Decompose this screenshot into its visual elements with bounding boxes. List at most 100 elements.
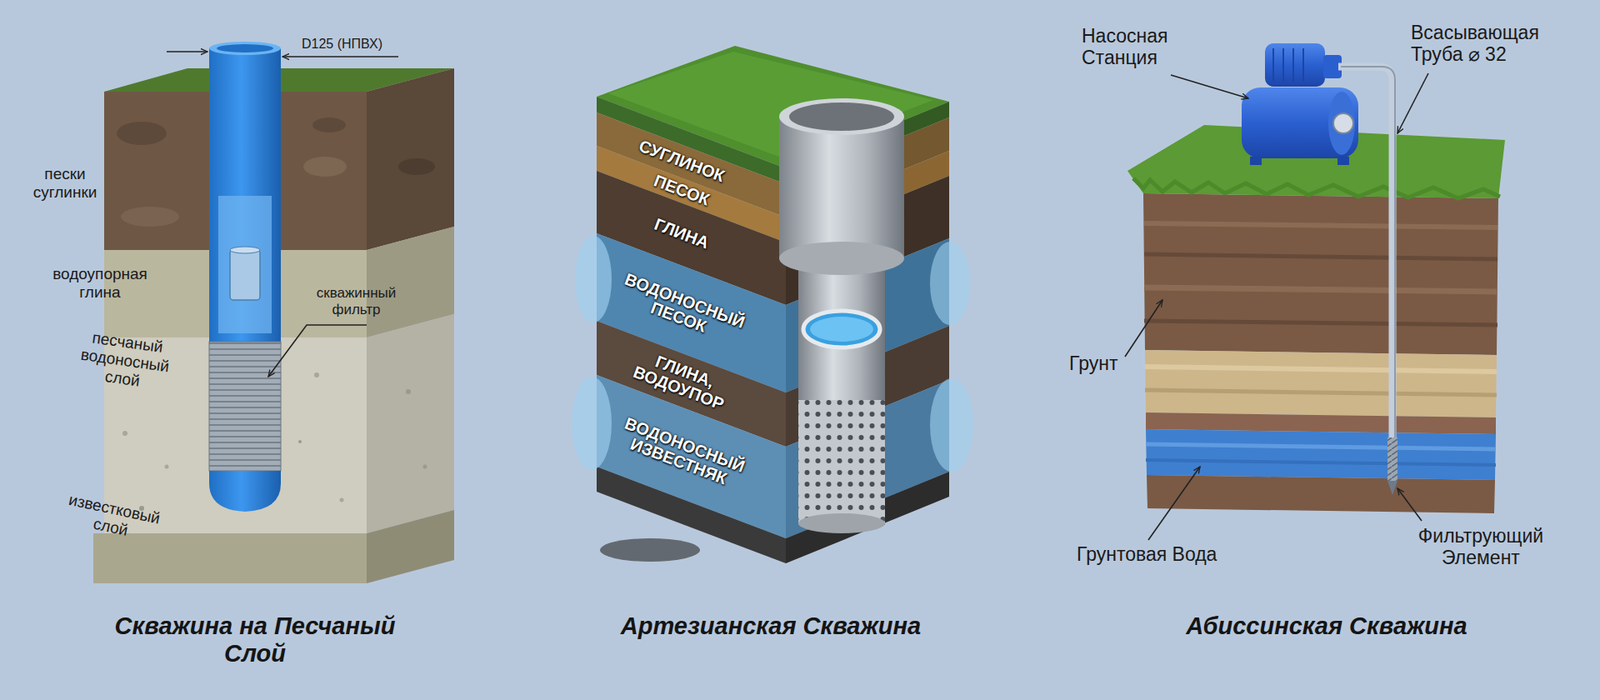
artesian-block — [571, 45, 974, 564]
leader-line — [166, 50, 208, 53]
abyssinian-block — [1145, 429, 1496, 480]
sand-well-block — [116, 121, 167, 145]
part-label: Фильтрующий Элемент — [1397, 525, 1565, 570]
sand-well-block — [298, 440, 302, 444]
pvc-casing-pipe — [216, 44, 274, 53]
suction-pipe — [1387, 437, 1398, 481]
sand-well-block — [340, 498, 345, 503]
well-filter — [209, 470, 281, 512]
abyssinian-block — [1127, 125, 1505, 514]
pvc-casing-pipe — [209, 41, 281, 342]
artesian-block — [600, 538, 700, 562]
steel-casing — [779, 98, 905, 135]
sand-well-block — [165, 465, 170, 470]
pump-station — [1282, 48, 1285, 82]
steel-casing — [789, 102, 895, 131]
steel-casing — [798, 400, 885, 524]
stratum-label: ГЛИНА, ВОДОУПОР — [609, 338, 755, 421]
sand-well-block — [303, 156, 347, 177]
part-label: Всасывающая Труба ⌀ 32 — [1410, 21, 1582, 66]
artesian-block — [596, 466, 786, 564]
artesian-block — [785, 380, 950, 539]
suction-pipe — [1387, 480, 1398, 495]
abyssinian-block — [1144, 254, 1498, 260]
pvc-casing-pipe — [230, 250, 260, 300]
abyssinian-block — [1143, 193, 1499, 355]
abyssinian-block — [1145, 350, 1497, 418]
abyssinian-block — [1144, 223, 1498, 228]
abyssinian-block — [1145, 390, 1497, 395]
leader-line — [282, 55, 399, 58]
sand-well-block — [120, 206, 180, 227]
sand-well-block — [93, 533, 367, 584]
leader-line — [1125, 300, 1163, 357]
sand-well-block — [122, 430, 128, 436]
suction-pipe — [1338, 66, 1393, 440]
abyssinian-block — [1133, 178, 1500, 199]
well-filter — [209, 341, 281, 471]
pump-station — [1333, 113, 1354, 134]
abyssinian-block — [1146, 475, 1495, 514]
layer-label: водоупорная глина — [41, 265, 159, 302]
pump-station — [1292, 48, 1295, 82]
leader-line — [1125, 73, 1429, 540]
stratum-label: ВОДОНОСНЫЙ ПЕСОК — [609, 267, 755, 350]
leader-line — [1170, 75, 1249, 99]
suction-pipe — [1340, 66, 1395, 440]
abyssinian-block — [1145, 460, 1496, 465]
abyssinian-block — [1145, 366, 1497, 372]
well-filter — [209, 341, 281, 471]
leader-line — [1148, 466, 1200, 540]
leader-line — [1397, 488, 1422, 521]
pump-station — [1272, 48, 1275, 82]
leader-line — [268, 325, 367, 377]
dimension-label: D125 (НПВХ) — [301, 36, 410, 52]
pump-station — [1302, 48, 1305, 82]
leader-line — [1397, 73, 1429, 134]
sand-well-block — [366, 68, 455, 250]
artesian-block — [571, 376, 612, 470]
pump-station — [1328, 91, 1355, 155]
steel-casing — [798, 513, 885, 534]
sand-well-block — [312, 117, 346, 133]
suction-pipe — [1338, 66, 1398, 495]
steel-casing — [803, 310, 880, 348]
leader-line — [166, 51, 399, 377]
part-label: скважинный фильтр — [304, 285, 409, 318]
layer-label: песчаный водоносный слой — [67, 325, 183, 395]
sand-well-block — [398, 158, 435, 175]
sand-well-block — [366, 314, 455, 534]
stratum-label: ГЛИНА — [612, 200, 751, 268]
artesian-block — [930, 378, 974, 472]
well-filter — [209, 341, 281, 512]
pvc-casing-pipe — [209, 48, 281, 342]
stratum-label: ВОДОНОСНЫЙ ИЗВЕСТНЯК — [609, 411, 755, 495]
sand-well-block — [314, 372, 320, 378]
part-label: Насосная Станция — [1081, 25, 1207, 70]
steel-casing — [779, 116, 905, 259]
abyssinian-block — [1145, 444, 1496, 450]
sand-well-block — [366, 510, 455, 584]
abyssinian-block — [1144, 287, 1498, 292]
caption: Артезианская Скважина — [562, 612, 980, 640]
pump-station — [1265, 43, 1325, 87]
pvc-casing-pipe — [230, 246, 260, 254]
artesian-block — [575, 235, 612, 323]
layer-label: Грунтовая Вода — [1076, 543, 1277, 565]
sand-well-block — [405, 389, 411, 395]
caption: Скважина на Песчаный Слой — [96, 612, 414, 669]
caption: Абиссинская Скважина — [1118, 612, 1535, 640]
pump-station — [1337, 156, 1350, 165]
steel-casing — [798, 250, 885, 525]
pvc-casing-pipe — [209, 41, 281, 55]
sand-well-block — [423, 465, 428, 470]
pvc-casing-pipe — [218, 195, 272, 334]
layer-label: известковый слой — [51, 488, 174, 549]
layer-label: Грунт — [1069, 352, 1136, 375]
steel-casing — [779, 241, 905, 275]
layer-label: пески суглинки — [26, 165, 104, 202]
steel-casing — [810, 316, 874, 342]
steel-casing — [779, 98, 905, 534]
